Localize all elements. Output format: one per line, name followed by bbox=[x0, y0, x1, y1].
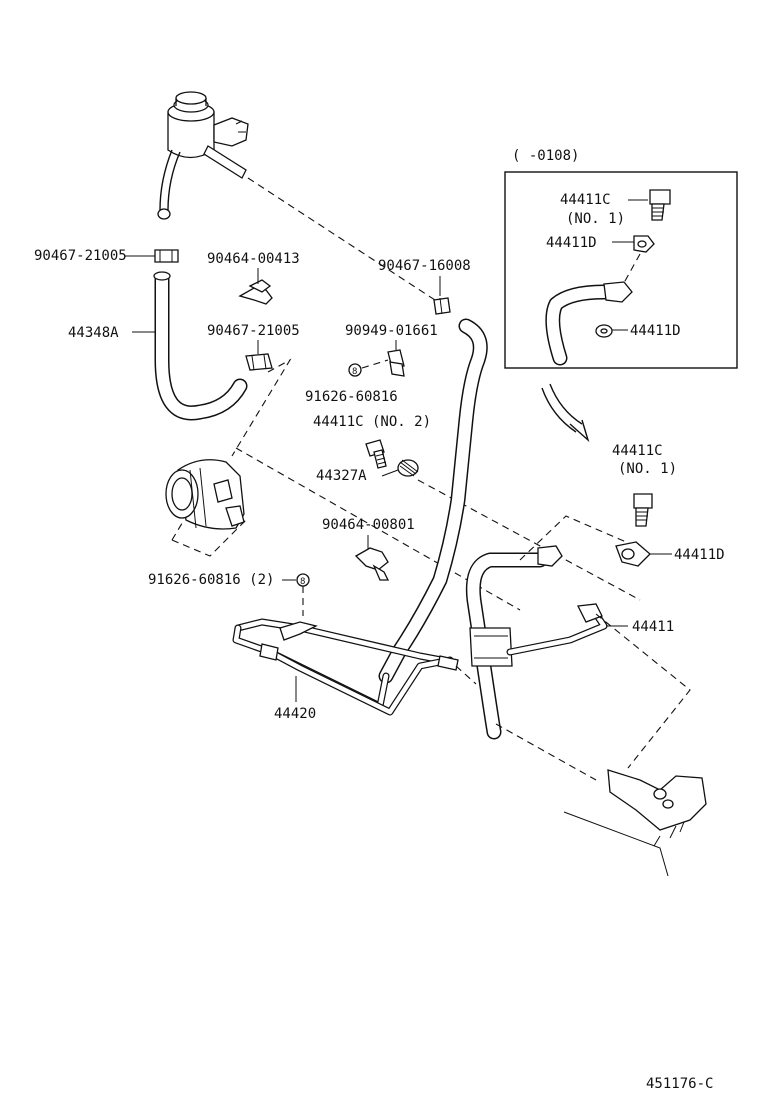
label-clamp-right-top: 90467-16008 bbox=[378, 258, 471, 274]
leader-dash-reservoir bbox=[247, 177, 436, 301]
label-inset-range: ( -0108) bbox=[512, 148, 579, 164]
inset-union-bolt-icon bbox=[649, 189, 671, 221]
label-bolt-a: 91626-60816 bbox=[305, 389, 398, 405]
union-bolt-no1-icon bbox=[633, 493, 653, 527]
pipe-clamp-icon bbox=[354, 547, 390, 581]
pipe-assembly bbox=[232, 618, 459, 716]
high-pressure-hose bbox=[378, 318, 488, 684]
return-hose bbox=[153, 271, 248, 421]
power-steering-pump bbox=[165, 459, 245, 530]
label-clamp-left-lower: 90467-21005 bbox=[207, 323, 300, 339]
hose-clamp-right-icon bbox=[433, 297, 451, 315]
label-inset-gasket-top: 44411D bbox=[546, 235, 597, 251]
inset-box bbox=[504, 171, 738, 369]
label-inset-bolt-note: (NO. 1) bbox=[566, 211, 625, 227]
union-bolt-no2-icon bbox=[365, 439, 387, 469]
svg-text:8: 8 bbox=[352, 367, 357, 377]
label-gasket: 44327A bbox=[316, 468, 367, 484]
return-tube bbox=[465, 545, 563, 740]
gasket-icon bbox=[397, 459, 419, 477]
label-gasket-d: 44411D bbox=[674, 547, 725, 563]
label-union-bolt-no2: 44411C (NO. 2) bbox=[313, 414, 431, 430]
hose-clamp-lower-icon bbox=[245, 353, 273, 371]
label-union-bolt-no1: 44411C bbox=[612, 443, 663, 459]
clamp-90949-icon bbox=[387, 349, 405, 377]
label-clamp-right-lower: 90949-01661 bbox=[345, 323, 438, 339]
label-return-hose: 44348A bbox=[68, 325, 119, 341]
hose-clamp-upper-icon bbox=[154, 249, 179, 263]
inset-gasket-top-icon bbox=[633, 235, 655, 253]
label-clamp-pipe: 90464-00801 bbox=[322, 517, 415, 533]
steering-gear bbox=[563, 769, 707, 877]
inset-arrow-icon bbox=[541, 383, 590, 443]
clip-clamp-icon bbox=[238, 279, 273, 305]
svg-text:8: 8 bbox=[300, 577, 305, 587]
label-clamp-mid: 90464-00413 bbox=[207, 251, 300, 267]
label-union-bolt-no1-note: (NO. 1) bbox=[618, 461, 677, 477]
inset-tube bbox=[545, 281, 633, 366]
inset-gasket-bottom-icon bbox=[595, 324, 613, 338]
label-clamp-top-left: 90467-21005 bbox=[34, 248, 127, 264]
reservoir-tank bbox=[157, 91, 249, 220]
bolt-symbol-b-icon: 8 bbox=[296, 573, 310, 587]
label-bolt-b: 91626-60816 (2) bbox=[148, 572, 274, 588]
drawing-number: 451176-C bbox=[646, 1076, 713, 1092]
label-pipe-assy: 44420 bbox=[274, 706, 316, 722]
gasket-d-icon bbox=[615, 541, 651, 567]
label-inset-gasket-bottom: 44411D bbox=[630, 323, 681, 339]
label-inset-bolt: 44411C bbox=[560, 192, 611, 208]
label-pressure-tube: 44411 bbox=[632, 619, 674, 635]
bolt-symbol-icon: 8 bbox=[348, 363, 362, 377]
pressure-tube bbox=[506, 603, 608, 656]
